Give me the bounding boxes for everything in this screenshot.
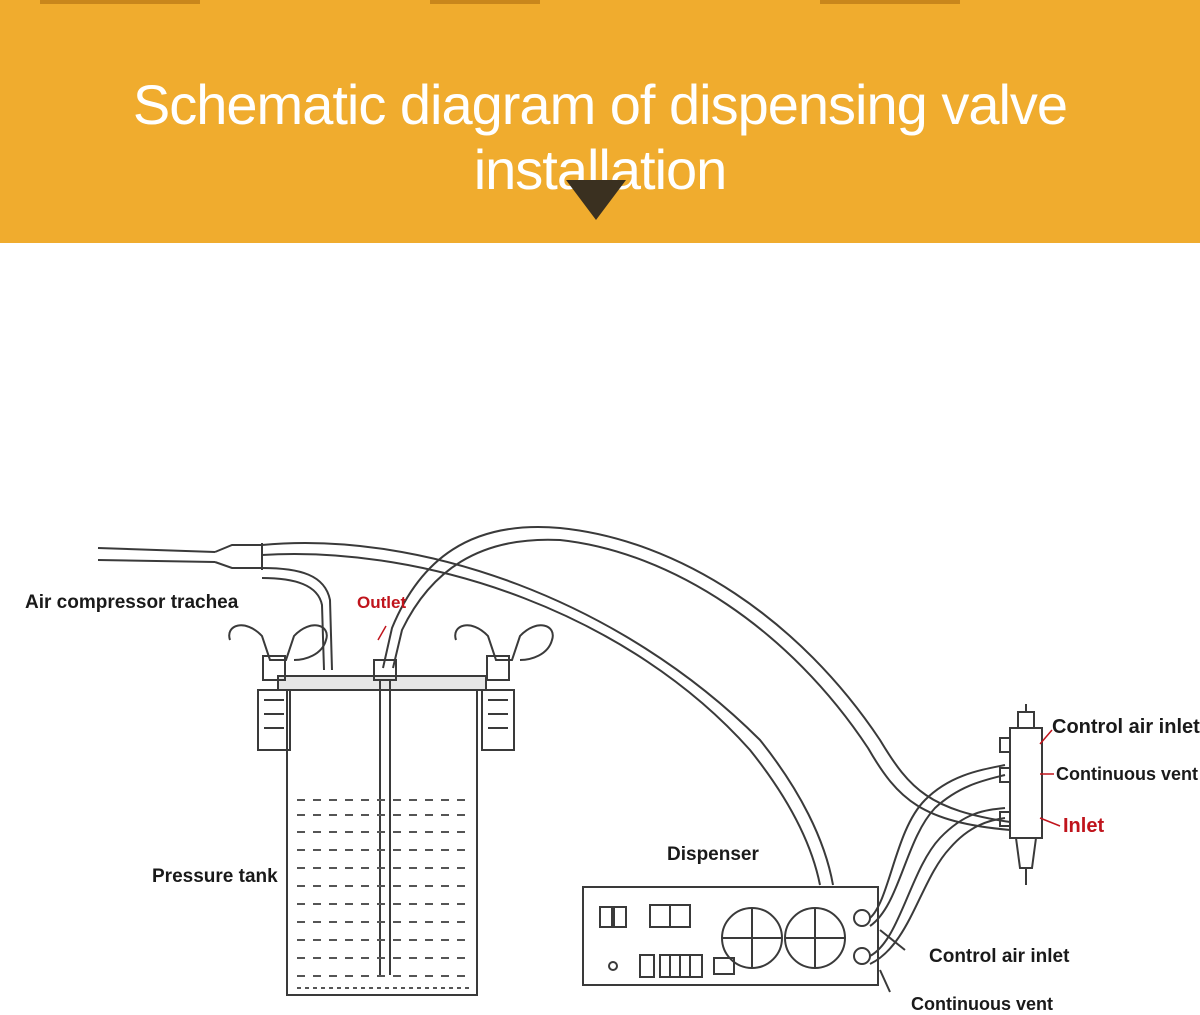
air-compressor-hose [97,542,834,886]
label-air-compressor-trachea: Air compressor trachea [25,592,239,613]
header-banner: Schematic diagram of dispensing valve in… [0,0,1200,243]
label-valve-inlet: Inlet [1063,815,1105,837]
label-pressure-tank: Pressure tank [152,866,278,887]
pressure-tank [228,624,554,996]
down-arrow-icon [566,180,626,220]
banner-accent-line [430,0,540,4]
label-valve-control-air-inlet: Control air inlet [1052,716,1200,738]
page-title: Schematic diagram of dispensing valve in… [132,73,1068,201]
label-dispenser: Dispenser [667,844,759,865]
label-dispenser-control-air-inlet: Control air inlet [929,946,1070,967]
tank-liquid [297,799,470,989]
dispensing-valve [999,704,1043,885]
label-valve-continuous-vent: Continuous vent [1056,764,1198,784]
valve-leader-lines [377,625,1061,827]
banner-accent-line [820,0,960,4]
banner-accent-line [40,0,200,4]
label-outlet: Outlet [357,593,407,612]
dispenser-unit [582,886,879,986]
label-dispenser-continuous-vent: Continuous vent [911,994,1053,1014]
outlet-hose [382,526,1011,831]
dispenser-valve-hoses [869,764,1006,993]
